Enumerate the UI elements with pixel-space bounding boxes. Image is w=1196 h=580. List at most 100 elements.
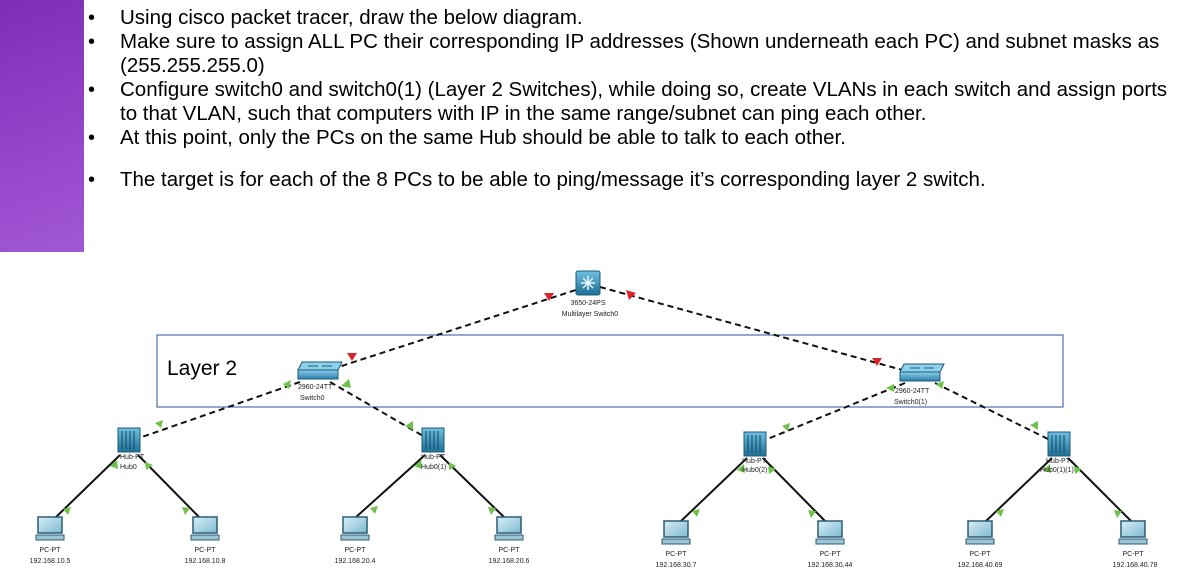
pc1-model-label: PC-PT [40, 547, 62, 554]
layer2-box [156, 334, 1064, 408]
pc3-ip-label: 192.168.20.4 [335, 558, 376, 565]
pc2-model-label: PC-PT [195, 547, 217, 554]
link-hub02-pc5 [679, 457, 748, 523]
accent-bar [0, 0, 84, 252]
link-up-marker [782, 423, 790, 431]
link-up-marker [936, 381, 944, 389]
link-hub02-pc6 [762, 457, 827, 523]
link-up-marker [996, 509, 1004, 517]
bullet-1: Using cisco packet tracer, draw the belo… [88, 6, 1188, 30]
pc4-model-label: PC-PT [499, 547, 521, 554]
hub0-1-1[interactable]: Hub-PT Hub0(1)(1) [1040, 431, 1074, 474]
bullet-2: Make sure to assign ALL PC their corresp… [88, 30, 1188, 78]
computer-icon [663, 520, 689, 538]
layer2-label: Layer 2 [167, 357, 237, 380]
link-down-marker [544, 293, 554, 301]
pc-1[interactable]: PC-PT 192.168.10.5 [30, 516, 71, 565]
link-up-marker [1043, 464, 1051, 473]
pc8-model-label: PC-PT [1123, 551, 1145, 558]
bullet-4: At this point, only the PCs on the same … [88, 126, 1188, 150]
pc-7[interactable]: PC-PT 192.168.40.69 [958, 520, 1003, 569]
pc-8[interactable]: PC-PT 192.168.40.78 [1113, 520, 1158, 569]
link-hub01-pc3 [354, 454, 426, 519]
hub011-name-label: Hub0(1)(1) [1040, 467, 1074, 474]
computer-icon [37, 516, 63, 534]
link-hub011-pc7 [984, 457, 1053, 523]
hub-icon [421, 427, 445, 453]
computer-icon [967, 520, 993, 538]
hub01-model-label: Hub-PT [421, 454, 446, 461]
hub0-1[interactable]: Hub-PT Hub0(1) [421, 427, 446, 471]
multilayer-switch[interactable]: 3650-24PS Multilayer Switch0 [562, 270, 619, 318]
link-up-marker [414, 460, 422, 469]
link-up-marker [370, 506, 378, 514]
link-ml-switch0 [319, 286, 586, 374]
pc-2[interactable]: PC-PT 192.168.10.8 [185, 516, 226, 565]
link-ml-switch01 [599, 286, 918, 375]
hub-icon [1047, 431, 1071, 457]
link-up-marker [145, 462, 153, 470]
pc7-model-label: PC-PT [970, 551, 992, 558]
hub02-model-label: Hub-PT [742, 458, 767, 465]
link-up-marker [488, 507, 496, 515]
hub02-name-label: Hub0(2) [742, 467, 767, 474]
pc-3[interactable]: PC-PT 192.168.20.4 [335, 516, 376, 565]
link-switch01-hub02 [764, 382, 906, 441]
pc-6[interactable]: PC-PT 192.168.30.44 [808, 520, 853, 569]
instruction-list: Using cisco packet tracer, draw the belo… [88, 6, 1188, 192]
hub011-model-label: Hub-PT [1046, 458, 1071, 465]
pc-4[interactable]: PC-PT 192.168.20.6 [489, 516, 530, 565]
link-down-marker [626, 290, 636, 300]
link-up-marker [182, 507, 190, 515]
link-up-marker [283, 380, 291, 389]
hub0-2[interactable]: Hub-PT Hub0(2) [742, 431, 767, 474]
hub0-name-label: Hub0 [120, 464, 137, 471]
pc8-ip-label: 192.168.40.78 [1113, 562, 1158, 569]
switch0[interactable]: 2960-24TT Switch0 [297, 361, 343, 402]
hub-icon [117, 427, 141, 453]
switch0-1[interactable]: 2960-24TT Switch0(1) [894, 363, 945, 406]
link-up-marker [1114, 510, 1122, 518]
pc6-ip-label: 192.168.30.44 [808, 562, 853, 569]
computer-icon [496, 516, 522, 534]
link-up-marker [110, 460, 118, 469]
switch01-model-label: 2960-24TT [895, 388, 930, 395]
link-up-marker [692, 509, 700, 517]
switch0-name-label: Switch0 [300, 395, 325, 402]
pc1-ip-label: 192.168.10.5 [30, 558, 71, 565]
bullet-5: The target is for each of the 8 PCs to b… [88, 168, 1188, 192]
switch0-model-label: 2960-24TT [298, 384, 333, 391]
bullet-3: Configure switch0 and switch0(1) (Layer … [88, 78, 1188, 126]
link-hub0-pc1 [54, 454, 121, 519]
pc5-model-label: PC-PT [666, 551, 688, 558]
pc7-ip-label: 192.168.40.69 [958, 562, 1003, 569]
pc6-model-label: PC-PT [820, 551, 842, 558]
pc4-ip-label: 192.168.20.6 [489, 558, 530, 565]
switch-icon [899, 371, 941, 382]
link-up-marker [155, 420, 163, 428]
multilayer-name-label: Multilayer Switch0 [562, 311, 619, 318]
computer-icon [342, 516, 368, 534]
link-switch0-hub0 [141, 381, 301, 438]
hub0[interactable]: Hub-PT Hub0 [117, 427, 145, 471]
link-up-marker [808, 510, 816, 518]
hub01-name-label: Hub0(1) [421, 464, 446, 471]
pc3-model-label: PC-PT [345, 547, 367, 554]
link-down-marker [347, 353, 357, 361]
link-status-markers [63, 290, 1122, 518]
links [54, 286, 1133, 523]
link-up-marker [768, 466, 776, 474]
switch01-name-label: Switch0(1) [894, 399, 927, 406]
link-up-marker [449, 462, 456, 470]
computer-icon [1120, 520, 1146, 538]
link-up-marker [886, 384, 894, 392]
link-up-marker [737, 464, 745, 473]
hub-icon [743, 431, 767, 457]
link-up-marker [405, 421, 413, 430]
pc5-ip-label: 192.168.30.7 [656, 562, 697, 569]
computer-icon [817, 520, 843, 538]
pc-5[interactable]: PC-PT 192.168.30.7 [656, 520, 697, 569]
hub0-model-label: Hub-PT [120, 454, 145, 461]
link-switch01-hub011 [934, 382, 1051, 441]
